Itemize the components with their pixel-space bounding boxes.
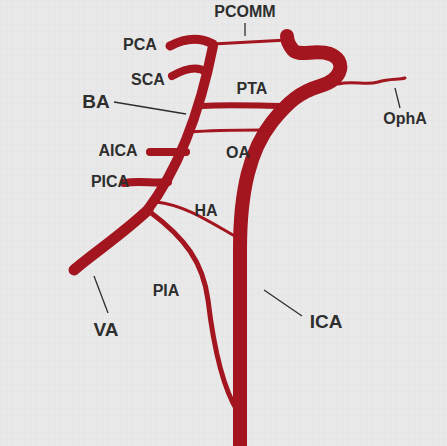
vessel-label: HA — [194, 203, 217, 219]
leader-line — [244, 23, 245, 36]
trigeminal-artery — [202, 102, 285, 109]
vertebral-artery — [74, 210, 148, 270]
leader-line — [395, 88, 400, 108]
posterior-cerebral — [170, 39, 213, 46]
leader-line — [94, 276, 108, 313]
vessel-label: OphA — [383, 111, 427, 127]
posterior-communicating — [213, 40, 287, 44]
vessel-label: PCOMM — [214, 4, 275, 20]
basilar-artery — [146, 46, 213, 212]
leader-line — [264, 290, 302, 316]
aica-branch — [150, 148, 186, 156]
ophthalmic-artery — [338, 78, 405, 84]
vessel-label: OA — [226, 145, 250, 161]
vessel-label: PIA — [153, 283, 180, 299]
vessel-label: PCA — [123, 37, 157, 53]
vessel-label: SCA — [131, 72, 165, 88]
pica-branch — [124, 182, 168, 183]
vessel-label: PICA — [91, 174, 129, 190]
vessel-label: ICA — [310, 312, 343, 331]
leader-line — [114, 102, 186, 114]
proatlantal-artery — [150, 212, 238, 412]
vessel-label: VA — [94, 320, 119, 339]
vessel-label: PTA — [237, 81, 268, 97]
internal-carotid — [240, 36, 340, 446]
vessel-label: BA — [82, 92, 109, 111]
superior-cerebellar — [172, 69, 206, 76]
otic-artery — [190, 130, 262, 132]
vessel-label: AICA — [98, 143, 137, 159]
hypoglossal-artery — [156, 202, 238, 238]
